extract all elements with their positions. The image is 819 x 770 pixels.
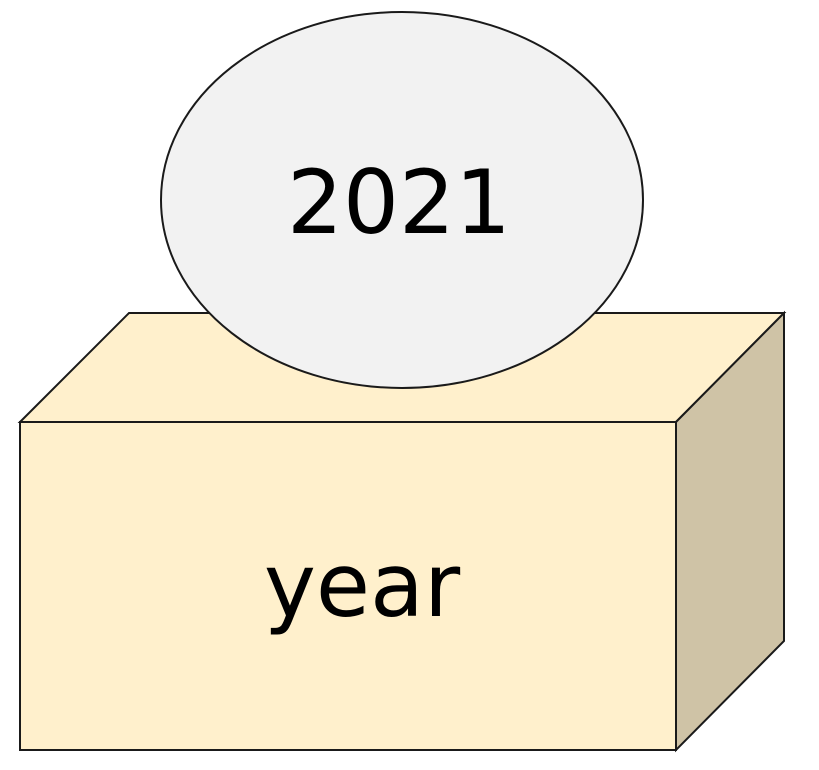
value-label: 2021: [287, 151, 511, 254]
value-ellipse: [160, 11, 644, 389]
box-front-face: [19, 421, 677, 751]
box-label: year: [264, 534, 461, 637]
